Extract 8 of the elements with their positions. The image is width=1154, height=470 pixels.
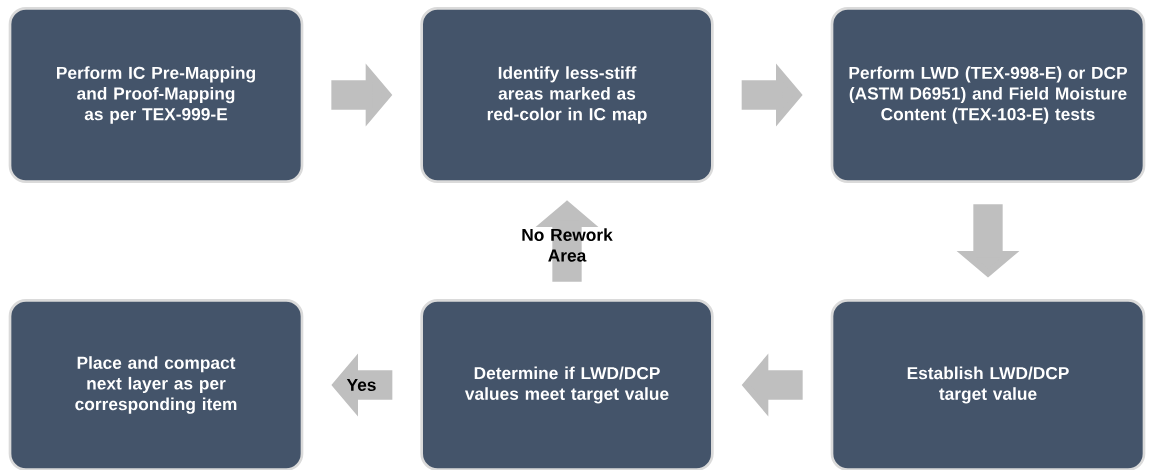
edge-label: No Rework Area [522,228,613,262]
process-box: Perform IC Pre-Mapping and Proof-Mapping as per TEX-999-E [8,7,304,183]
edge-label: Yes [346,378,376,392]
process-box: Place and compact next layer as per corresponding item [8,299,304,470]
process-box: Perform LWD (TEX-998-E) or DCP (ASTM D6951) and Field Moisture Content (TEX-103-E) tests [830,7,1146,183]
process-box: Determine if LWD/DCP values meet target value [420,299,714,470]
process-box: Identify less-stiff areas marked as red-color in IC map [420,7,714,183]
process-box: Establish LWD/DCP target value [830,299,1146,470]
